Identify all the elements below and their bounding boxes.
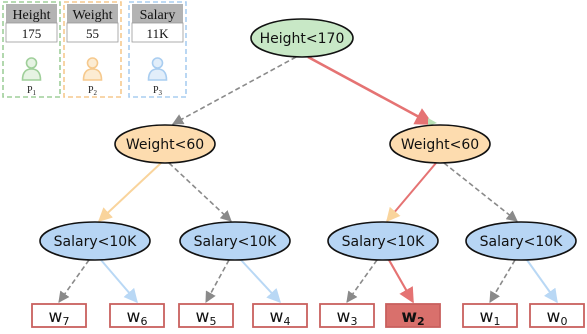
node-label: Salary<10K <box>342 234 426 250</box>
leaf-label: w5 <box>196 307 217 328</box>
edge-solid <box>97 162 162 222</box>
tree-leaves: w7 w6 w5 w4 w3 w2 w1 w0 <box>31 303 585 328</box>
salary-node: Salary<10K <box>179 221 291 261</box>
feature-value-cell <box>131 22 184 43</box>
leaf-weight: w1 <box>462 303 518 328</box>
node-label: Salary<10K <box>480 234 564 250</box>
weight-node: Weight<60 <box>114 124 216 164</box>
edge-solid <box>100 259 138 304</box>
edge-active-path <box>388 259 414 304</box>
feature-header: Salary <box>140 8 176 23</box>
edge-dashed <box>168 162 232 222</box>
feature-header-cell <box>6 4 57 23</box>
feature-value-cell <box>5 22 58 43</box>
party-label: P2 <box>88 85 98 97</box>
party-label: P3 <box>153 85 163 97</box>
node-ellipse <box>327 221 439 261</box>
leaf-label: w6 <box>127 307 148 328</box>
leaf-weight: w4 <box>252 303 308 328</box>
feature-value: 175 <box>22 26 42 41</box>
leaf-label: w3 <box>337 307 358 328</box>
leaf-label: w4 <box>270 307 291 328</box>
node-ellipse <box>39 221 151 261</box>
feature-header-cell <box>132 4 183 23</box>
leaf-label: w0 <box>547 307 568 328</box>
leaf-label: w2 <box>401 307 424 328</box>
node-ellipse <box>179 221 291 261</box>
person-icon <box>21 57 42 81</box>
tree-edges <box>58 55 558 304</box>
leaf-weight: w5 <box>178 303 234 328</box>
feature-value-cell <box>66 22 119 43</box>
leaf-box <box>178 303 234 328</box>
node-label: Salary<10K <box>54 234 138 250</box>
party-box <box>63 1 122 98</box>
edge-dashed <box>346 259 378 303</box>
leaf-box <box>109 303 165 328</box>
edge-solid <box>240 259 281 304</box>
salary-node: Salary<10K <box>327 221 439 261</box>
edge-solid <box>526 259 558 304</box>
leaf-weight: w7 <box>31 303 87 328</box>
leaf-weight: w0 <box>529 303 585 328</box>
edge-arrowhead <box>428 118 437 126</box>
node-ellipse <box>389 124 491 164</box>
salary-node: Salary<10K <box>465 221 577 261</box>
edge-dashed <box>172 56 297 125</box>
salary-node: Salary<10K <box>39 221 151 261</box>
root-node: Height<170 <box>250 18 354 58</box>
leaf-box <box>319 303 375 328</box>
person-icon <box>147 57 168 81</box>
node-ellipse <box>465 221 577 261</box>
node-label: Weight<60 <box>126 137 204 153</box>
edge-active-path <box>307 55 434 126</box>
leaf-box <box>385 303 441 328</box>
edge-active-path <box>386 162 437 223</box>
feature-value: 55 <box>86 26 99 41</box>
leaf-box <box>462 303 518 328</box>
leaf-box <box>252 303 308 328</box>
party-box <box>128 1 187 98</box>
edge-dashed <box>205 259 230 303</box>
leaf-weight: w3 <box>319 303 375 328</box>
party-label: P1 <box>27 85 37 97</box>
feature-column-salary: Salary 11K P3 <box>128 1 187 98</box>
edge-dashed <box>443 162 518 222</box>
leaf-weight: w6 <box>109 303 165 328</box>
feature-header: Height <box>12 8 50 23</box>
leaf-label: w7 <box>49 307 70 328</box>
leaf-box <box>31 303 87 328</box>
leaf-label: w1 <box>480 307 501 328</box>
party-box <box>2 1 61 98</box>
feature-header: Weight <box>72 8 112 23</box>
node-label: Height<170 <box>260 31 345 47</box>
person-icon <box>82 57 103 81</box>
feature-value: 11K <box>147 26 170 41</box>
node-label: Weight<60 <box>401 137 479 153</box>
node-ellipse <box>114 124 216 164</box>
edge-dashed <box>58 259 90 303</box>
edge-dashed <box>489 259 516 303</box>
node-label: Salary<10K <box>194 234 278 250</box>
feature-header-cell <box>67 4 118 23</box>
leaf-box <box>529 303 585 328</box>
node-ellipse <box>250 18 354 58</box>
weight-node: Weight<60 <box>389 124 491 164</box>
leaf-weight-selected: w2 <box>385 303 441 328</box>
